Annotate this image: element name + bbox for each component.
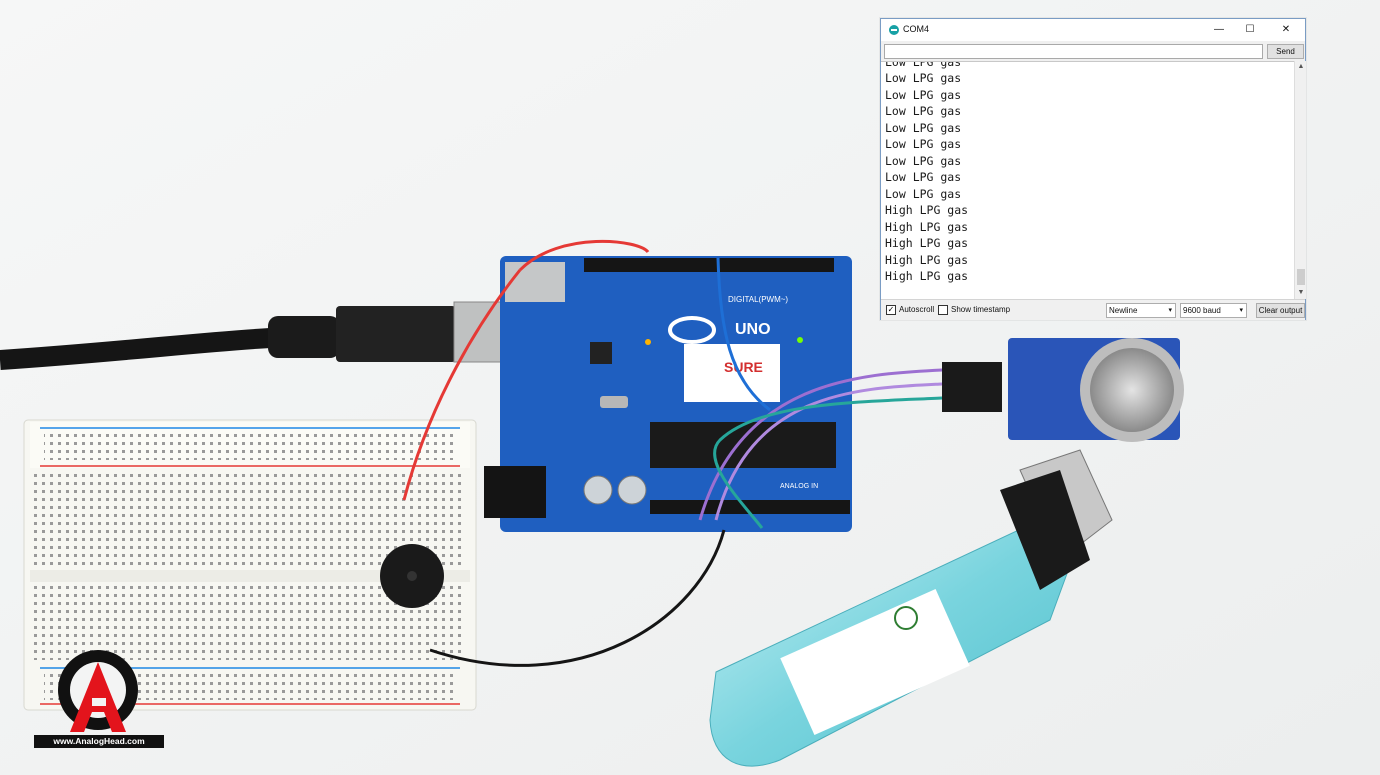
baud-rate-select[interactable]: 9600 baud ▾ bbox=[1180, 303, 1247, 318]
line-ending-value: Newline bbox=[1109, 306, 1138, 315]
svg-text:ANALOG IN: ANALOG IN bbox=[780, 483, 818, 490]
output-line: Low LPG gas bbox=[885, 170, 962, 184]
output-line: High LPG gas bbox=[885, 269, 969, 283]
analoghead-logo bbox=[58, 650, 138, 732]
svg-text:SURE: SURE bbox=[724, 359, 763, 375]
output-scrollbar[interactable]: ▲ ▼ bbox=[1294, 61, 1306, 299]
title-bar: COM4 — ☐ ✕ bbox=[881, 19, 1305, 41]
output-line: High LPG gas bbox=[885, 253, 969, 267]
output-line: High LPG gas bbox=[885, 236, 969, 250]
output-line: Low LPG gas bbox=[885, 104, 962, 118]
serial-output[interactable]: Low LPG gas Low LPG gas Low LPG gas Low … bbox=[881, 61, 1294, 299]
gas-sensor-module bbox=[942, 338, 1184, 442]
send-row: Send bbox=[881, 41, 1305, 61]
chevron-down-icon: ▾ bbox=[1239, 307, 1243, 314]
output-line: Low LPG gas bbox=[885, 187, 962, 201]
serial-monitor-window: COM4 — ☐ ✕ Send Low LPG gas Low LPG gas … bbox=[880, 18, 1306, 320]
autoscroll-checkbox[interactable]: ✓ bbox=[886, 305, 896, 315]
chevron-down-icon: ▾ bbox=[1168, 307, 1172, 314]
send-input[interactable] bbox=[884, 44, 1263, 59]
output-line: Low LPG gas bbox=[885, 137, 962, 151]
timestamp-checkbox[interactable] bbox=[938, 305, 948, 315]
baud-rate-value: 9600 baud bbox=[1183, 306, 1221, 315]
line-ending-select[interactable]: Newline ▾ bbox=[1106, 303, 1176, 318]
clear-output-button[interactable]: Clear output bbox=[1256, 303, 1305, 318]
output-line: Low LPG gas bbox=[885, 121, 962, 135]
svg-text:UNO: UNO bbox=[735, 321, 771, 338]
minimize-button[interactable]: — bbox=[1214, 24, 1224, 35]
scroll-up-arrow-icon[interactable]: ▲ bbox=[1297, 63, 1305, 70]
scroll-down-arrow-icon[interactable]: ▼ bbox=[1297, 289, 1305, 296]
buzzer bbox=[380, 544, 444, 608]
output-line: Low LPG gas bbox=[885, 88, 962, 102]
window-title: COM4 bbox=[903, 24, 930, 34]
close-button[interactable]: ✕ bbox=[1281, 24, 1291, 35]
status-row: ✓ Autoscroll Show timestamp Newline ▾ 96… bbox=[881, 299, 1305, 320]
maximize-button[interactable]: ☐ bbox=[1245, 24, 1255, 35]
scroll-thumb[interactable] bbox=[1297, 269, 1305, 285]
timestamp-label: Show timestamp bbox=[951, 305, 1011, 314]
logo-url: www.AnalogHead.com bbox=[34, 735, 164, 748]
output-line: Low LPG gas bbox=[885, 61, 962, 69]
output-line: High LPG gas bbox=[885, 220, 969, 234]
send-button[interactable]: Send bbox=[1267, 44, 1304, 59]
jumper-wires bbox=[402, 239, 943, 667]
output-line: High LPG gas bbox=[885, 203, 969, 217]
autoscroll-label: Autoscroll bbox=[899, 305, 935, 314]
svg-text:DIGITAL(PWM~): DIGITAL(PWM~) bbox=[728, 295, 788, 304]
output-line: Low LPG gas bbox=[885, 71, 962, 85]
arduino-icon bbox=[889, 25, 899, 35]
arduino-board: SURE UNO DIGITAL(PWM~) ANALOG IN bbox=[484, 256, 852, 532]
lighter bbox=[709, 449, 1113, 767]
output-line: Low LPG gas bbox=[885, 154, 962, 168]
